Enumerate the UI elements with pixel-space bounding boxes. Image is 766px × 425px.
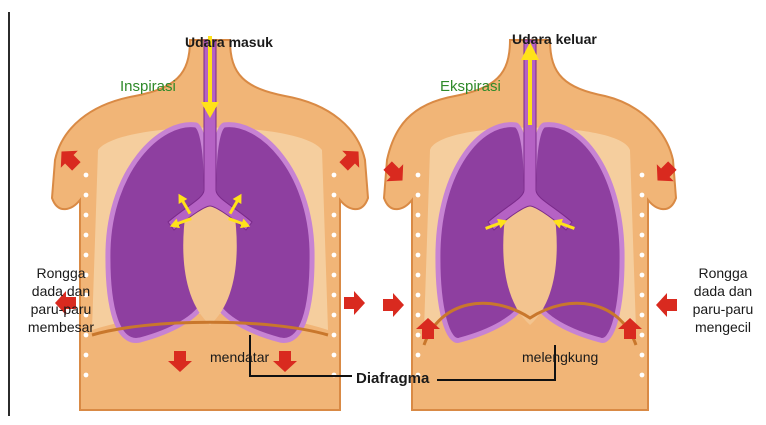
left-side-label-line: Rongga bbox=[20, 264, 102, 282]
contract-arrow bbox=[656, 293, 677, 317]
air-in-label: Udara masuk bbox=[185, 33, 273, 51]
right-side-label-line: paru-paru bbox=[682, 300, 764, 318]
left-side-label-line: membesar bbox=[20, 318, 102, 336]
rib-dot bbox=[640, 193, 645, 198]
right-side-label-line: dada dan bbox=[682, 282, 764, 300]
rib-dot bbox=[416, 313, 421, 318]
diaphragm-curved-label: melengkung bbox=[522, 348, 598, 366]
rib-dot bbox=[416, 233, 421, 238]
right-side-label-line: Rongga bbox=[682, 264, 764, 282]
rib-dot bbox=[332, 313, 337, 318]
left-side-label: Rongga dada dan paru-paru membesar bbox=[20, 264, 102, 336]
rib-dot bbox=[640, 233, 645, 238]
rib-dot bbox=[332, 213, 337, 218]
rib-dot bbox=[332, 293, 337, 298]
rib-dot bbox=[332, 193, 337, 198]
rib-dot bbox=[84, 353, 89, 358]
rib-dot bbox=[416, 213, 421, 218]
rib-dot bbox=[640, 373, 645, 378]
rib-dot bbox=[416, 253, 421, 258]
air-out-label: Udara keluar bbox=[512, 30, 597, 48]
rib-dot bbox=[416, 353, 421, 358]
rib-dot bbox=[640, 293, 645, 298]
expand-arrow bbox=[344, 291, 365, 315]
rib-dot bbox=[332, 333, 337, 338]
rib-dot bbox=[332, 273, 337, 278]
left-side-label-line: paru-paru bbox=[20, 300, 102, 318]
left-side-label-line: dada dan bbox=[20, 282, 102, 300]
rib-dot bbox=[640, 333, 645, 338]
right-side-label: Rongga dada dan paru-paru mengecil bbox=[682, 264, 764, 336]
diaphragm-label: Diafragma bbox=[356, 370, 429, 388]
rib-dot bbox=[84, 233, 89, 238]
rib-dot bbox=[84, 193, 89, 198]
rib-dot bbox=[332, 253, 337, 258]
rib-dot bbox=[640, 273, 645, 278]
rib-dot bbox=[84, 253, 89, 258]
contract-arrow bbox=[383, 293, 404, 317]
rib-dot bbox=[332, 353, 337, 358]
rib-dot bbox=[416, 273, 421, 278]
rib-dot bbox=[332, 173, 337, 178]
rib-dot bbox=[416, 193, 421, 198]
rib-dot bbox=[416, 333, 421, 338]
rib-dot bbox=[416, 173, 421, 178]
rib-dot bbox=[416, 293, 421, 298]
rib-dot bbox=[640, 313, 645, 318]
expiration-title: Ekspirasi bbox=[440, 78, 501, 96]
rib-dot bbox=[84, 173, 89, 178]
right-side-label-line: mengecil bbox=[682, 318, 764, 336]
rib-dot bbox=[640, 253, 645, 258]
rib-dot bbox=[640, 353, 645, 358]
rib-dot bbox=[84, 213, 89, 218]
rib-dot bbox=[640, 173, 645, 178]
rib-dot bbox=[640, 213, 645, 218]
rib-dot bbox=[332, 233, 337, 238]
inspiration-title: Inspirasi bbox=[120, 78, 176, 96]
rib-dot bbox=[84, 373, 89, 378]
diaphragm-flat-label: mendatar bbox=[210, 348, 269, 366]
